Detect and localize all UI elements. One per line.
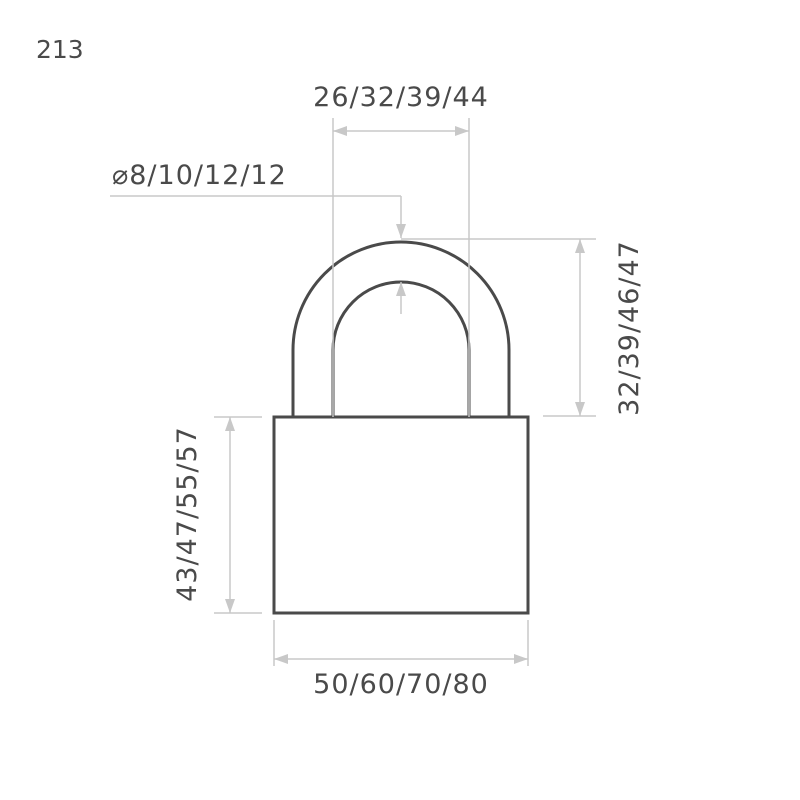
dim-shackle-diameter: ⌀8/10/12/12 <box>110 160 406 314</box>
shackle-outer <box>291 240 511 417</box>
dim-shackle-height: 32/39/46/47 <box>401 238 645 417</box>
body-width-label: 50/60/70/80 <box>313 669 489 700</box>
dim-body-width: 50/60/70/80 <box>273 620 529 700</box>
dim-shackle-width: 26/32/39/44 <box>313 82 489 417</box>
body-height-label: 43/47/55/57 <box>172 426 203 602</box>
padlock-outline <box>272 240 530 615</box>
model-number: 213 <box>36 35 84 64</box>
dim-body-height: 43/47/55/57 <box>172 416 262 614</box>
shackle-height-label: 32/39/46/47 <box>614 240 645 416</box>
shackle-diameter-label: ⌀8/10/12/12 <box>112 160 287 191</box>
lock-body <box>272 415 530 615</box>
shackle-width-label: 26/32/39/44 <box>313 82 489 113</box>
